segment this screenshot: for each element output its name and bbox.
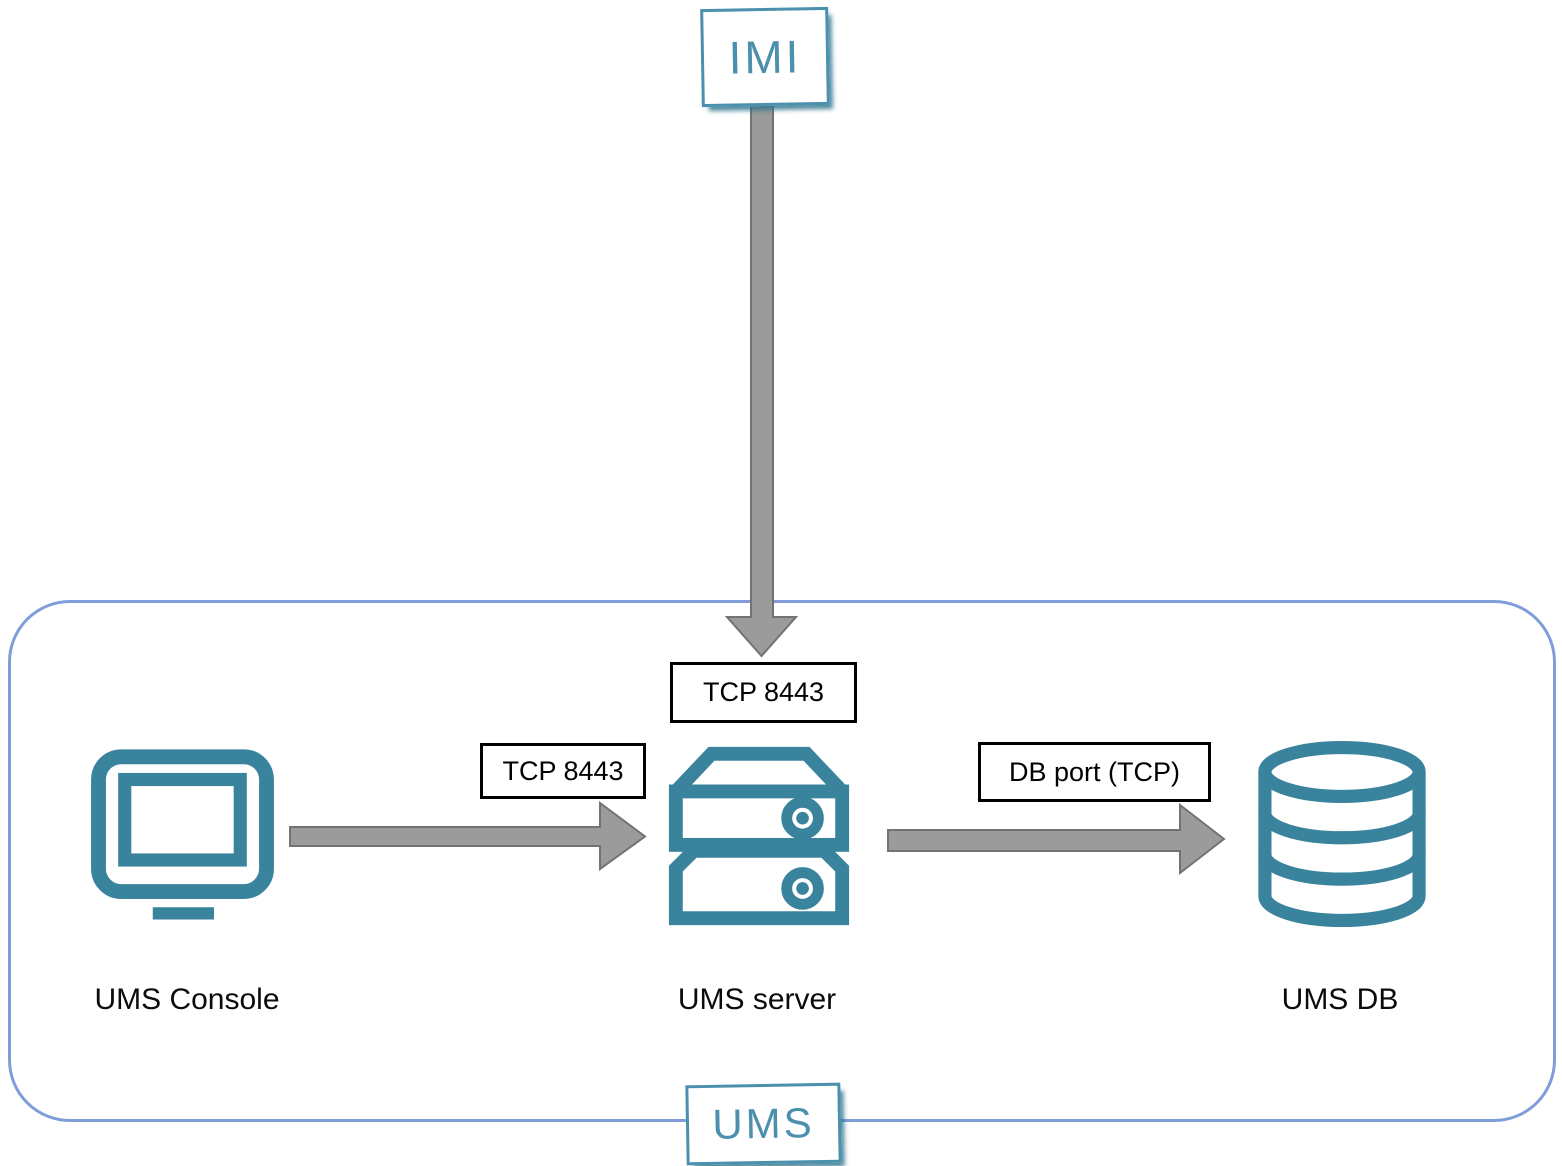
port-label-imi-server: TCP 8443	[670, 662, 857, 723]
port-label-text: TCP 8443	[502, 755, 624, 786]
imi-node: IMI	[700, 6, 830, 108]
arrow-imi-to-server-icon	[724, 103, 799, 658]
monitor-icon	[85, 748, 280, 923]
database-icon	[1246, 740, 1438, 928]
port-label-console-server: TCP 8443	[480, 743, 646, 799]
ums-db-label: UMS DB	[1281, 983, 1399, 1016]
arrow-server-to-db-icon	[887, 802, 1226, 876]
ums-group-label-box: UMS	[685, 1082, 842, 1166]
arrow-console-to-server-icon	[289, 801, 647, 871]
port-label-server-db: DB port (TCP)	[978, 742, 1211, 802]
server-icon	[660, 735, 858, 935]
port-label-text: TCP 8443	[702, 677, 825, 707]
port-label-text: DB port (TCP)	[1008, 756, 1181, 787]
ums-console-label: UMS Console	[94, 983, 280, 1016]
ums-server-label: UMS server	[677, 983, 837, 1016]
imi-node-label: IMI	[728, 30, 802, 84]
ums-group-label: UMS	[711, 1099, 816, 1148]
